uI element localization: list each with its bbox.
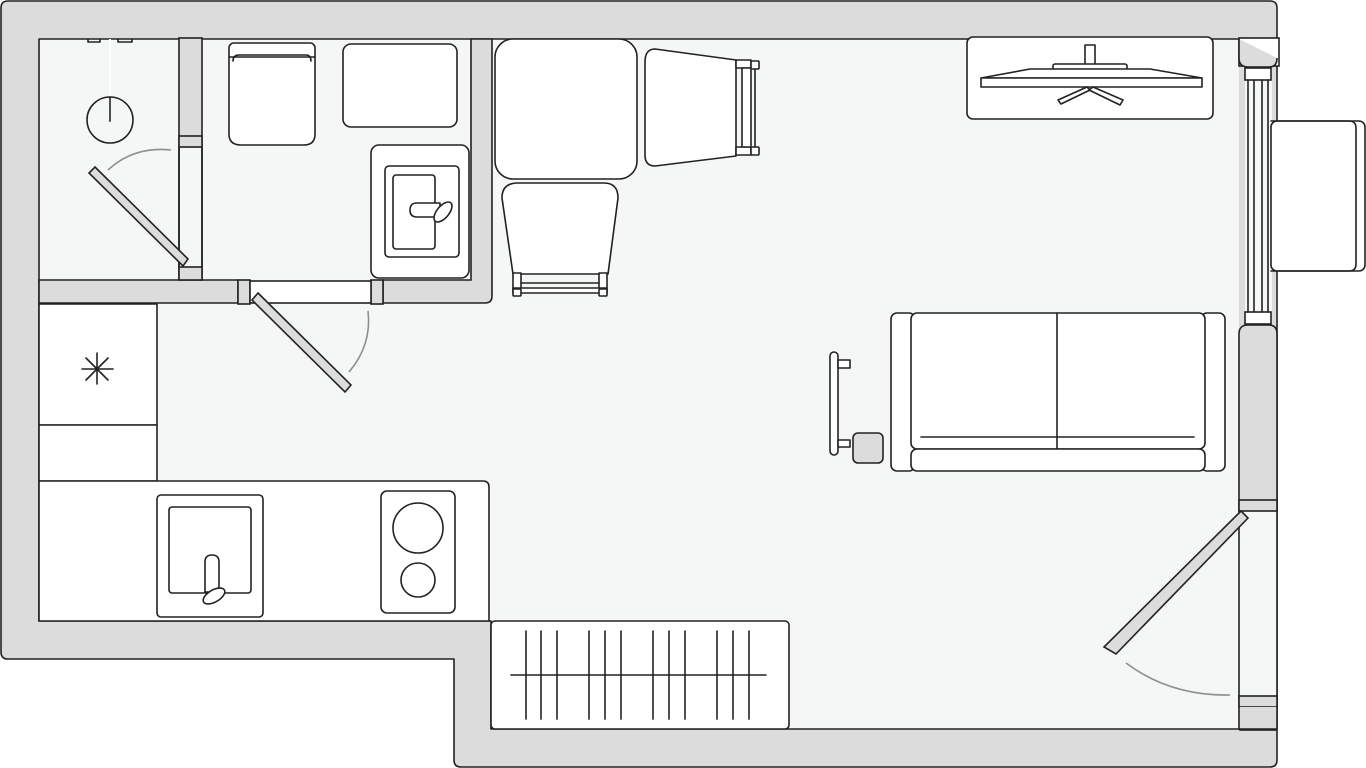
bathroom-sink-icon <box>370 144 470 279</box>
dining-chair-icon <box>501 182 619 297</box>
entrance-door-icon[interactable] <box>1102 499 1278 731</box>
tv-icon <box>966 36 1214 120</box>
balcony-bench-icon <box>1270 120 1366 272</box>
cooktop-icon <box>380 490 456 614</box>
sofa-icon <box>890 312 1226 472</box>
dining-table-icon <box>494 38 638 180</box>
fridge-icon <box>38 303 158 426</box>
floor-lamp-icon <box>829 351 851 456</box>
toilet-icon <box>228 42 316 146</box>
kitchen-sink-icon <box>156 494 264 618</box>
wardrobe-icon <box>38 424 158 482</box>
armchair-icon <box>644 48 760 167</box>
bathroom-door-icon[interactable] <box>250 291 370 394</box>
shower-icon <box>86 38 190 268</box>
side-table-icon <box>852 432 884 464</box>
kitchen-counter <box>38 480 490 622</box>
radiator-icon <box>490 620 790 730</box>
washing-machine-icon <box>342 43 458 128</box>
balcony-window <box>1238 37 1280 506</box>
